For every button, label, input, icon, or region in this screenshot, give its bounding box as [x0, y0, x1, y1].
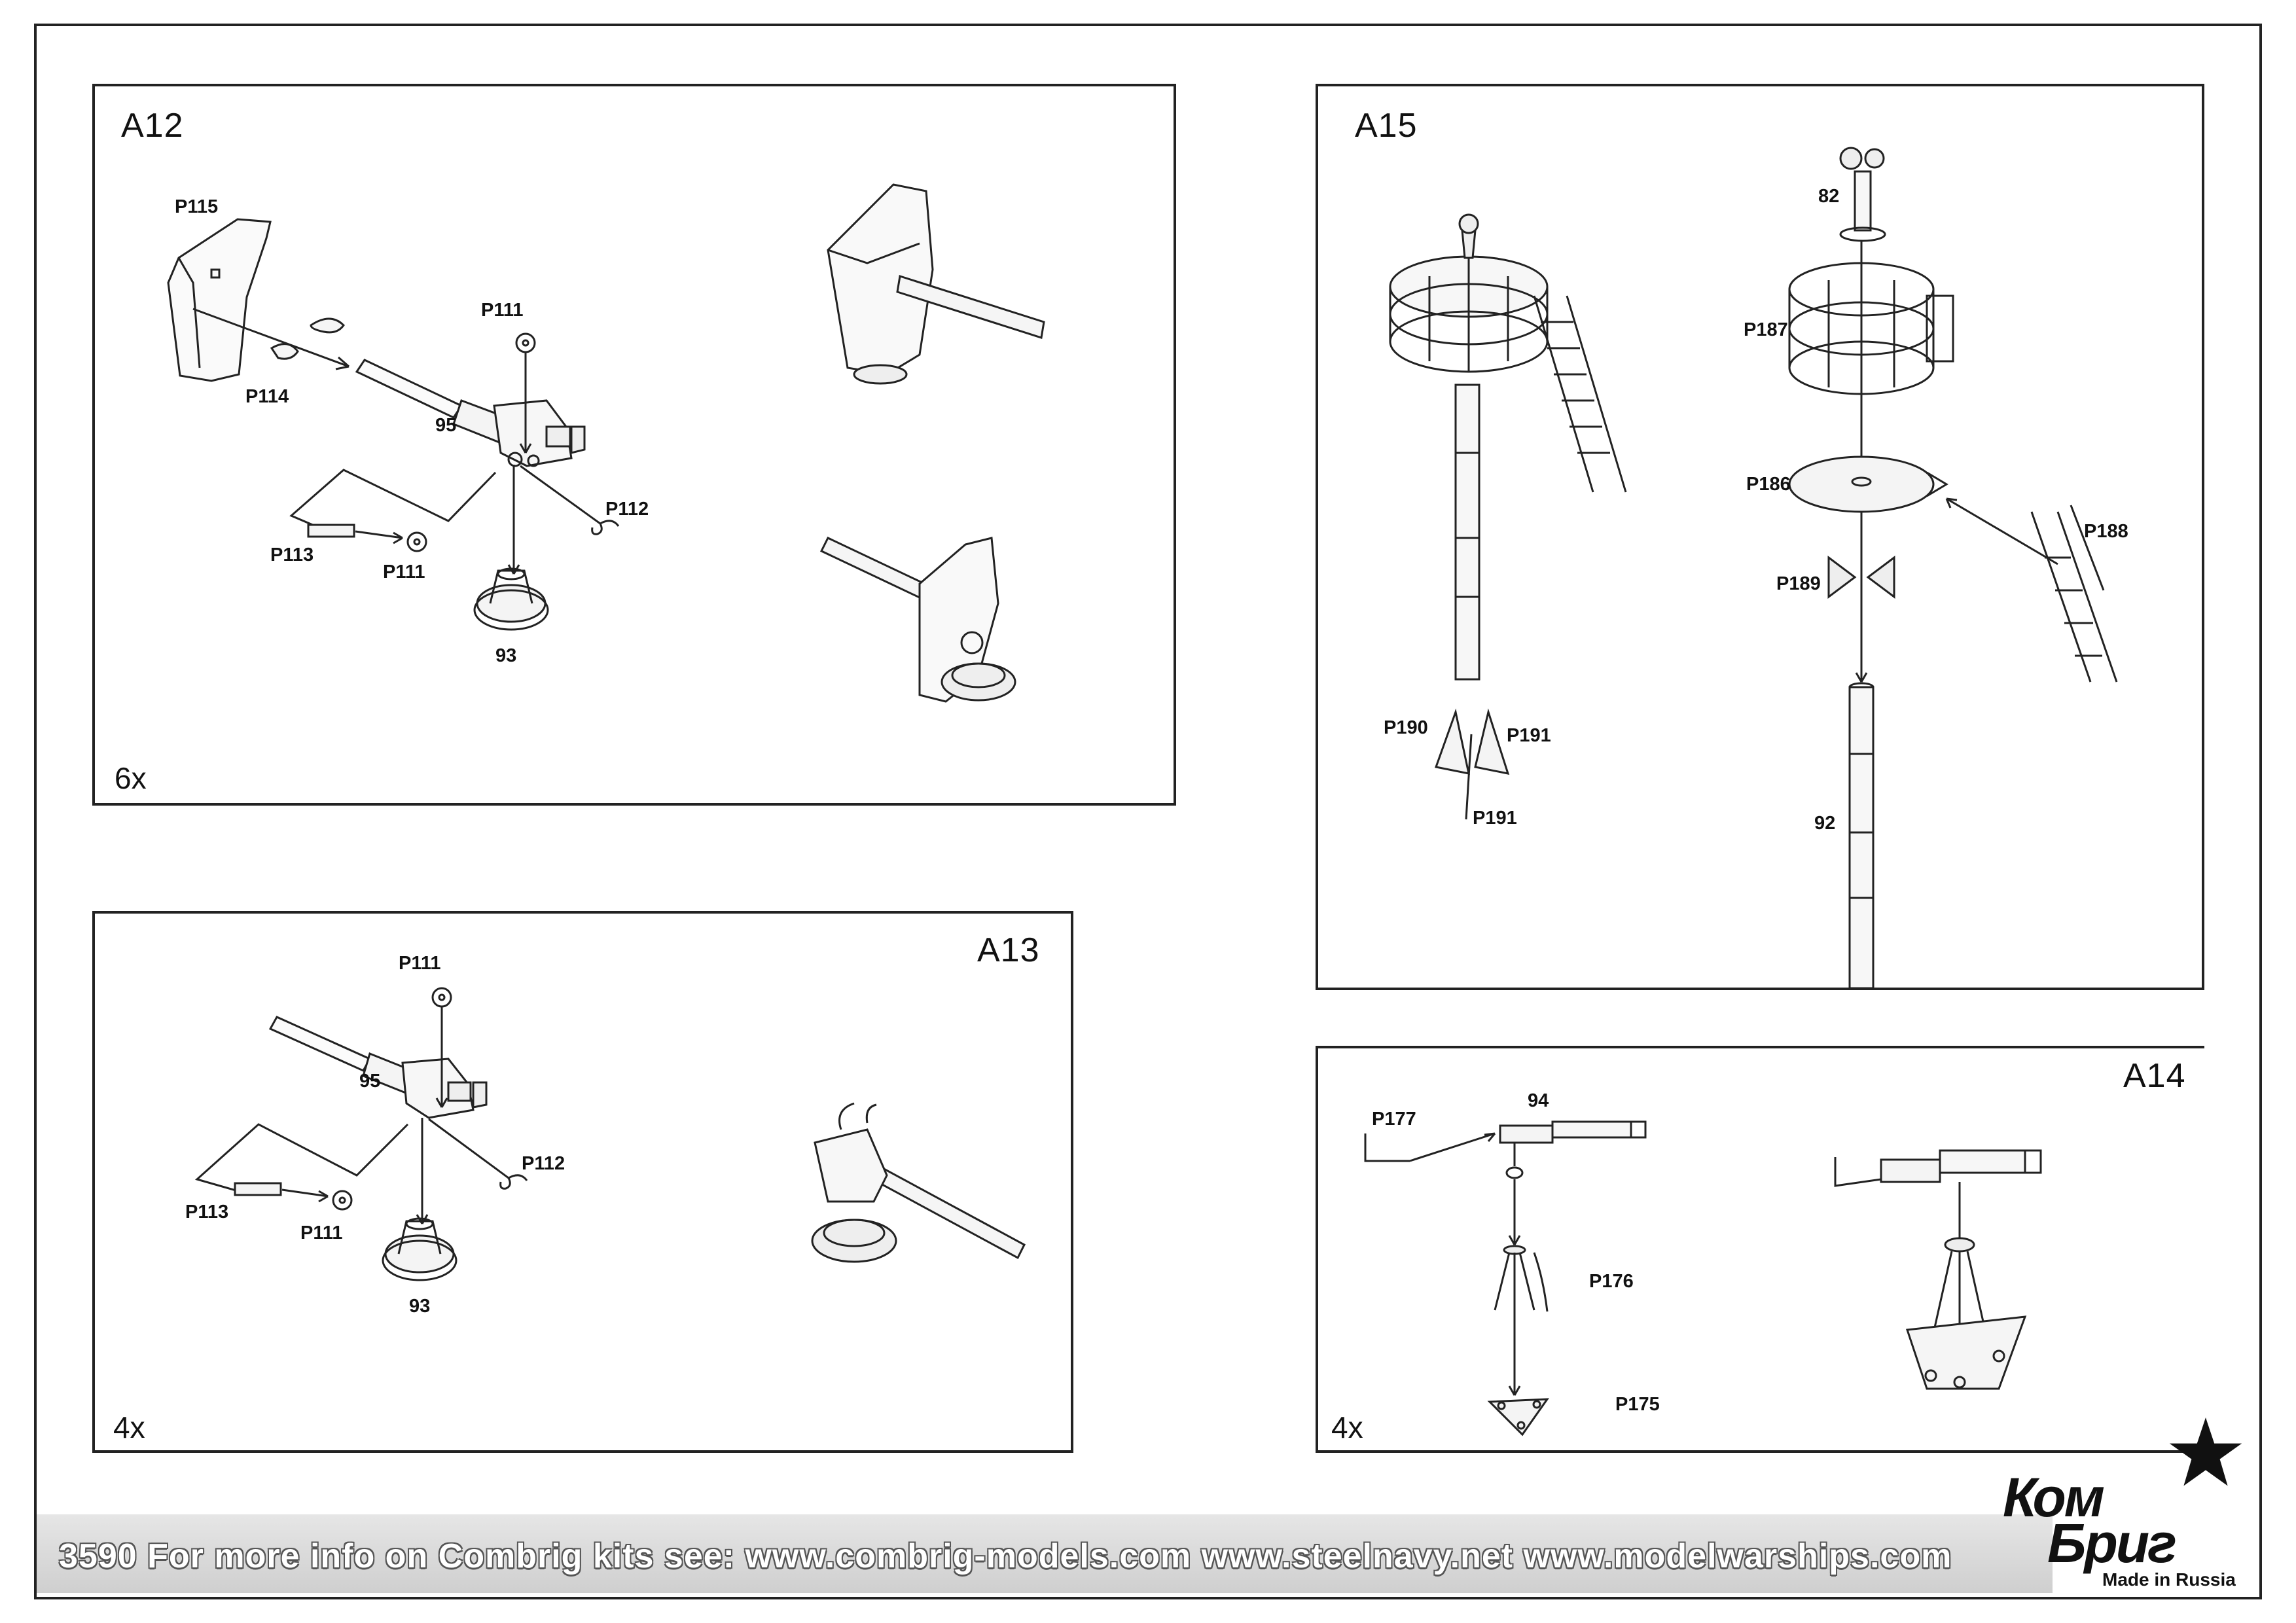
footer-banner: 3590 For more info on Combrig kits see: … — [37, 1514, 2053, 1593]
panel-a13: A13 4x P111 95 P112 P113 P111 93 — [92, 911, 1073, 1453]
logo-text-line2: Бриг — [2047, 1512, 2177, 1574]
label-p114: P114 — [245, 386, 289, 407]
logo-tagline: Made in Russia — [2102, 1569, 2236, 1590]
label-94: 94 — [1528, 1090, 1549, 1111]
label-p113: P113 — [185, 1202, 229, 1222]
label-p111-bottom: P111 — [383, 562, 425, 582]
label-p188: P188 — [2084, 521, 2128, 542]
combrig-logo: Ком Бриг Made in Russia — [1990, 1407, 2265, 1597]
label-p187: P187 — [1744, 319, 1788, 340]
label-82: 82 — [1818, 186, 1840, 207]
label-p111-top: P111 — [399, 953, 441, 974]
label-p111-top: P111 — [481, 300, 524, 321]
footer-info-text: 3590 For more info on Combrig kits see: … — [59, 1537, 1952, 1575]
panel-a15: A15 — [1316, 84, 2204, 990]
panel-a14-count: 4x — [1331, 1410, 1363, 1444]
panel-a14: A14 4x P177 94 P176 P175 — [1316, 1046, 2204, 1453]
label-p191-b: P191 — [1473, 808, 1517, 829]
a15-exploded-assembly-drawing — [1389, 147, 2118, 990]
label-95: 95 — [435, 415, 457, 436]
label-95: 95 — [359, 1071, 381, 1092]
panel-a14-title: A14 — [2123, 1057, 2186, 1095]
label-p186: P186 — [1746, 474, 1791, 495]
label-p177: P177 — [1372, 1109, 1416, 1130]
label-p175: P175 — [1615, 1394, 1660, 1415]
label-p113: P113 — [270, 544, 314, 565]
instruction-sheet-border — [34, 24, 2262, 1599]
a12-exploded-assembly-drawing — [167, 183, 1045, 703]
panel-a12: A12 6x — [92, 84, 1176, 806]
panel-a12-title: A12 — [121, 107, 184, 145]
label-93: 93 — [409, 1296, 431, 1317]
panel-a13-title: A13 — [977, 931, 1040, 969]
panel-a12-count: 6x — [115, 761, 147, 795]
label-p191-a: P191 — [1507, 725, 1551, 746]
label-92: 92 — [1814, 813, 1836, 834]
label-93: 93 — [495, 645, 517, 666]
panel-a13-count: 4x — [113, 1410, 145, 1444]
a13-exploded-assembly-drawing — [194, 987, 1026, 1281]
label-p111-bottom: P111 — [300, 1222, 343, 1243]
label-p189: P189 — [1776, 573, 1821, 594]
panel-a15-title: A15 — [1355, 107, 1418, 145]
star-icon — [2169, 1418, 2242, 1486]
label-p190: P190 — [1384, 717, 1428, 738]
label-p112: P112 — [605, 499, 649, 520]
a14-exploded-assembly-drawing — [1364, 1120, 2042, 1436]
label-p115: P115 — [175, 196, 219, 217]
label-p176: P176 — [1589, 1271, 1634, 1292]
label-p112: P112 — [522, 1153, 565, 1174]
logo-text-line1: Ком — [2003, 1467, 2105, 1528]
